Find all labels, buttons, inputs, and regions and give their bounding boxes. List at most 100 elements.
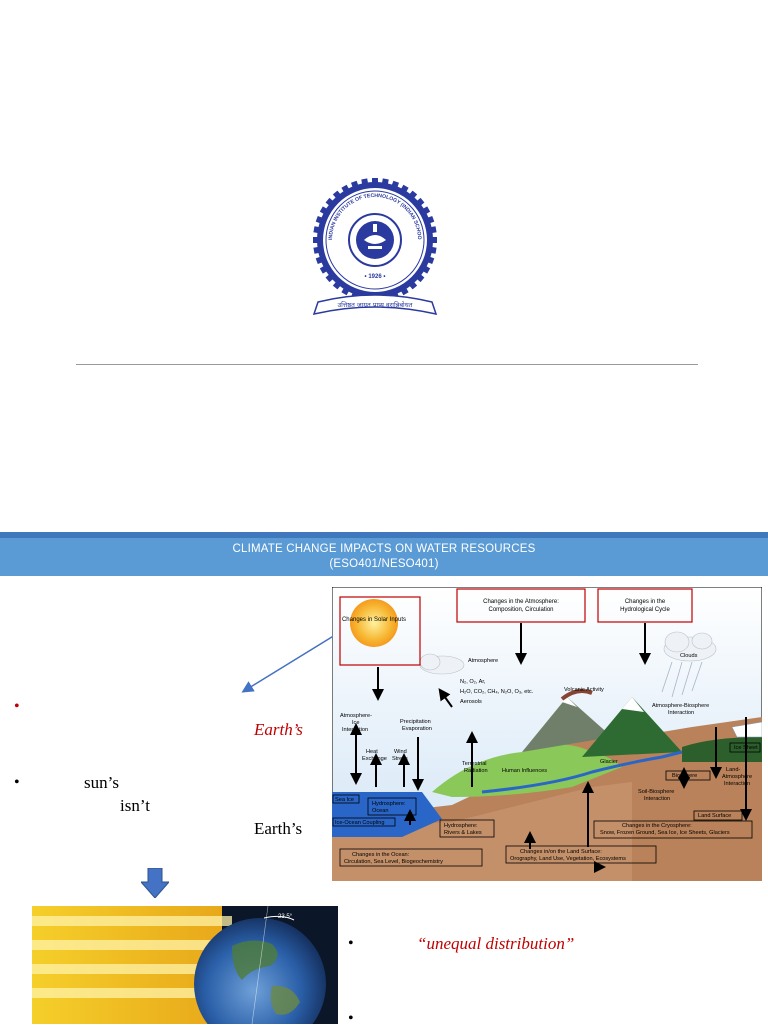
- gear-tooth: [427, 246, 437, 254]
- label-hydro-box-2: Hydrological Cycle: [620, 607, 670, 613]
- gear-tooth: [361, 178, 369, 188]
- earth-icon: [194, 918, 326, 1024]
- climate-system-diagram: Changes in Solar Inputs Changes in the A…: [332, 587, 762, 881]
- label-ice-sheet: Ice Sheet: [734, 745, 758, 751]
- course-title: CLIMATE CHANGE IMPACTS ON WATER RESOURCE…: [232, 543, 536, 555]
- label-atmos-box-2: Composition, Circulation: [488, 607, 553, 613]
- tilt-label: 23.5°: [278, 914, 293, 920]
- label-atm-ice-1: Atmosphere-: [340, 713, 372, 719]
- label-ocean-2: Circulation, Sea Level, Biogeochemistry: [344, 859, 443, 865]
- label-soil-bio-1: Soil-Biosphere: [638, 789, 674, 795]
- gear-tooth: [424, 255, 435, 265]
- header-band: CLIMATE CHANGE IMPACTS ON WATER RESOURCE…: [0, 532, 768, 576]
- logo-motto: उत्तिष्ठत जाग्रत प्राप्य वरान्निबोधत: [338, 301, 413, 309]
- label-clouds: Clouds: [680, 653, 698, 659]
- bullet-red: •: [14, 698, 20, 715]
- gear-tooth: [325, 272, 336, 283]
- label-heat-1: Heat: [366, 749, 378, 755]
- logo-year: • 1926 •: [365, 274, 386, 280]
- gear-tooth: [325, 197, 336, 208]
- label-precip-2: Evaporation: [402, 726, 432, 732]
- gear-tooth: [390, 180, 400, 191]
- gear-tooth: [319, 264, 330, 274]
- gear-tooth: [381, 178, 389, 188]
- gear-tooth: [399, 285, 409, 296]
- label-hydro-ocean-1: Hydrosphere:: [372, 801, 406, 807]
- gear-tooth: [407, 190, 418, 201]
- label-biosphere: Biosphere: [672, 773, 697, 779]
- label-atm-bio-1: Atmosphere-Biosphere: [652, 703, 709, 709]
- label-wind-2: Stress: [392, 756, 408, 762]
- label-gases-2: H₂O, CO₂, CH₄, N₂O, O₃, etc.: [460, 689, 534, 695]
- gear-tooth: [313, 237, 321, 243]
- label-hydro-box-1: Changes in the: [625, 599, 666, 605]
- label-land-atm-1: Land-: [726, 767, 740, 773]
- label-glacier: Glacier: [600, 759, 618, 765]
- label-terrestrial-2: Radiation: [464, 768, 488, 774]
- label-precip-1: Precipitation: [400, 719, 431, 725]
- label-soil-bio-2: Interaction: [644, 796, 670, 802]
- gear-tooth: [341, 285, 351, 296]
- gear-tooth: [429, 237, 437, 243]
- down-arrow-icon: [141, 868, 169, 898]
- gear-tooth: [399, 184, 409, 195]
- label-terrestrial-1: Terrestrial: [462, 761, 487, 767]
- gear-tooth: [407, 279, 418, 290]
- label-land-2: Orography, Land Use, Vegetation, Ecosyst…: [510, 856, 626, 862]
- gear-tooth: [427, 226, 437, 234]
- label-hydro-rivers-1: Hydrosphere:: [444, 823, 478, 829]
- label-atm-ice-3: Interaction: [342, 727, 368, 733]
- gear-tooth: [313, 246, 323, 254]
- label-aerosols: Aerosols: [460, 699, 482, 705]
- gear-tooth: [350, 180, 360, 191]
- pointer-arrow: [241, 631, 341, 693]
- gear-tooth: [420, 264, 431, 274]
- text-suns: sun’s: [84, 773, 119, 792]
- label-cryo-2: Snow, Frozen Ground, Sea Ice, Ice Sheets…: [600, 830, 730, 836]
- gear-tooth: [319, 206, 330, 216]
- sun-icon: [350, 599, 398, 647]
- gear-tooth: [414, 197, 425, 208]
- label-gases-1: N₂, O₂, Ar,: [460, 679, 486, 685]
- bullet-left: •: [14, 774, 20, 791]
- label-ice-ocean: Ice-Ocean Coupling: [335, 820, 384, 826]
- gear-tooth: [424, 215, 435, 225]
- text-earths-red: Earth’s: [254, 720, 303, 739]
- label-human: Human Influences: [502, 768, 547, 774]
- label-volcanic: Volcanic Activity: [564, 687, 604, 693]
- gear-tooth: [315, 215, 326, 225]
- label-sea-ice: Sea Ice: [335, 797, 354, 803]
- gear-tooth: [313, 226, 323, 234]
- course-code: (ESO401/NESO401): [329, 558, 439, 570]
- label-ocean-1: Changes in the Ocean:: [352, 852, 410, 858]
- label-wind-1: Wind: [394, 749, 407, 755]
- institute-logo: INDIAN INSTITUTE OF TECHNOLOGY (INDIAN S…: [312, 178, 438, 316]
- gear-tooth: [420, 206, 431, 216]
- label-hydro-rivers-2: Rivers & Lakes: [444, 830, 482, 836]
- gear-tooth: [414, 272, 425, 283]
- label-atmos-box-1: Changes in the Atmosphere:: [483, 599, 559, 605]
- label-cryo-1: Changes in the Cryosphere:: [622, 823, 692, 829]
- label-hydro-ocean-2: Ocean: [372, 808, 388, 814]
- text-isnt: isn’t: [120, 796, 150, 815]
- label-atm-bio-2: Interaction: [668, 710, 694, 716]
- gear-tooth: [315, 255, 326, 265]
- label-atmosphere: Atmosphere: [468, 658, 498, 664]
- label-land-surface: Land Surface: [698, 813, 731, 819]
- bullet-right-1: •: [348, 935, 354, 952]
- text-earths: Earth’s: [254, 819, 303, 838]
- label-land-atm-2: Atmosphere: [722, 774, 752, 780]
- gear-tooth: [332, 190, 343, 201]
- gear-tooth: [372, 178, 378, 186]
- lamp-icon: [364, 224, 386, 249]
- text-unequal-distribution: “unequal distribution”: [417, 934, 575, 953]
- label-solar: Changes in Solar Inputs: [342, 617, 406, 623]
- label-land-atm-3: Interaction: [724, 781, 750, 787]
- gear-tooth: [341, 184, 351, 195]
- motto-ribbon: [312, 294, 438, 316]
- bullet-right-2: •: [348, 1010, 354, 1027]
- label-land-1: Changes in/on the Land Surface:: [520, 849, 602, 855]
- label-atm-ice-2: Ice: [352, 720, 359, 726]
- earth-sunlight-image: 23.5°: [32, 906, 338, 1024]
- gear-tooth: [332, 279, 343, 290]
